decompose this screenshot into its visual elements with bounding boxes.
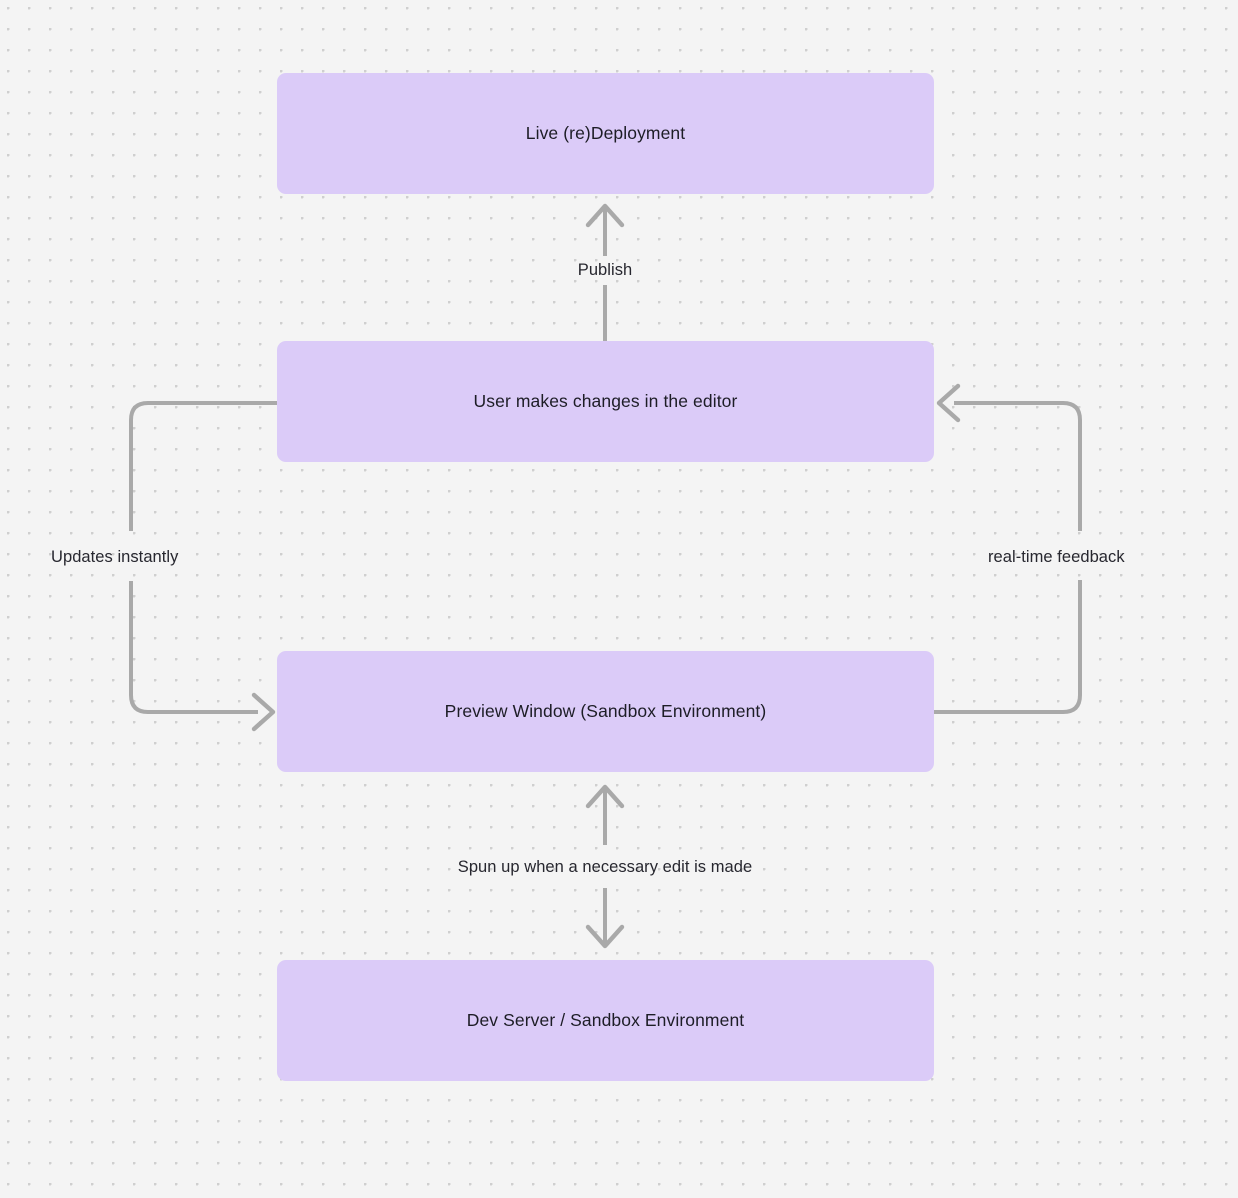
node-user-edits[interactable]: User makes changes in the editor [277, 341, 934, 462]
edge-label-real-time-feedback: real-time feedback [988, 548, 1125, 566]
node-user-edits-label: User makes changes in the editor [473, 391, 738, 411]
edge-real-time-feedback-arrowhead [936, 383, 961, 423]
node-live-deployment-label: Live (re)Deployment [525, 123, 686, 143]
edge-updates-instantly [129, 401, 277, 732]
edge-updates-instantly-arrowhead [251, 692, 276, 732]
edge-publish-arrowhead [585, 203, 625, 228]
node-dev-server-label: Dev Server / Sandbox Environment [466, 1010, 745, 1030]
edge-spun-up-arrowhead-down [585, 924, 625, 949]
edge-real-time-feedback-segment-lower [934, 580, 1082, 714]
node-preview-window[interactable]: Preview Window (Sandbox Environment) [277, 651, 934, 772]
edge-updates-instantly-segment-lower [129, 581, 258, 714]
edge-spun-up-arrowhead-up [585, 784, 625, 809]
edge-real-time-feedback-segment-upper [954, 401, 1082, 531]
edge-updates-instantly-segment-upper [129, 401, 277, 531]
node-preview-window-label: Preview Window (Sandbox Environment) [444, 701, 767, 721]
node-live-deployment[interactable]: Live (re)Deployment [277, 73, 934, 194]
edge-label-publish: Publish [577, 261, 633, 279]
edge-label-updates-instantly: Updates instantly [51, 548, 179, 566]
node-dev-server[interactable]: Dev Server / Sandbox Environment [277, 960, 934, 1081]
edge-label-spun-up: Spun up when a necessary edit is made [457, 858, 753, 876]
